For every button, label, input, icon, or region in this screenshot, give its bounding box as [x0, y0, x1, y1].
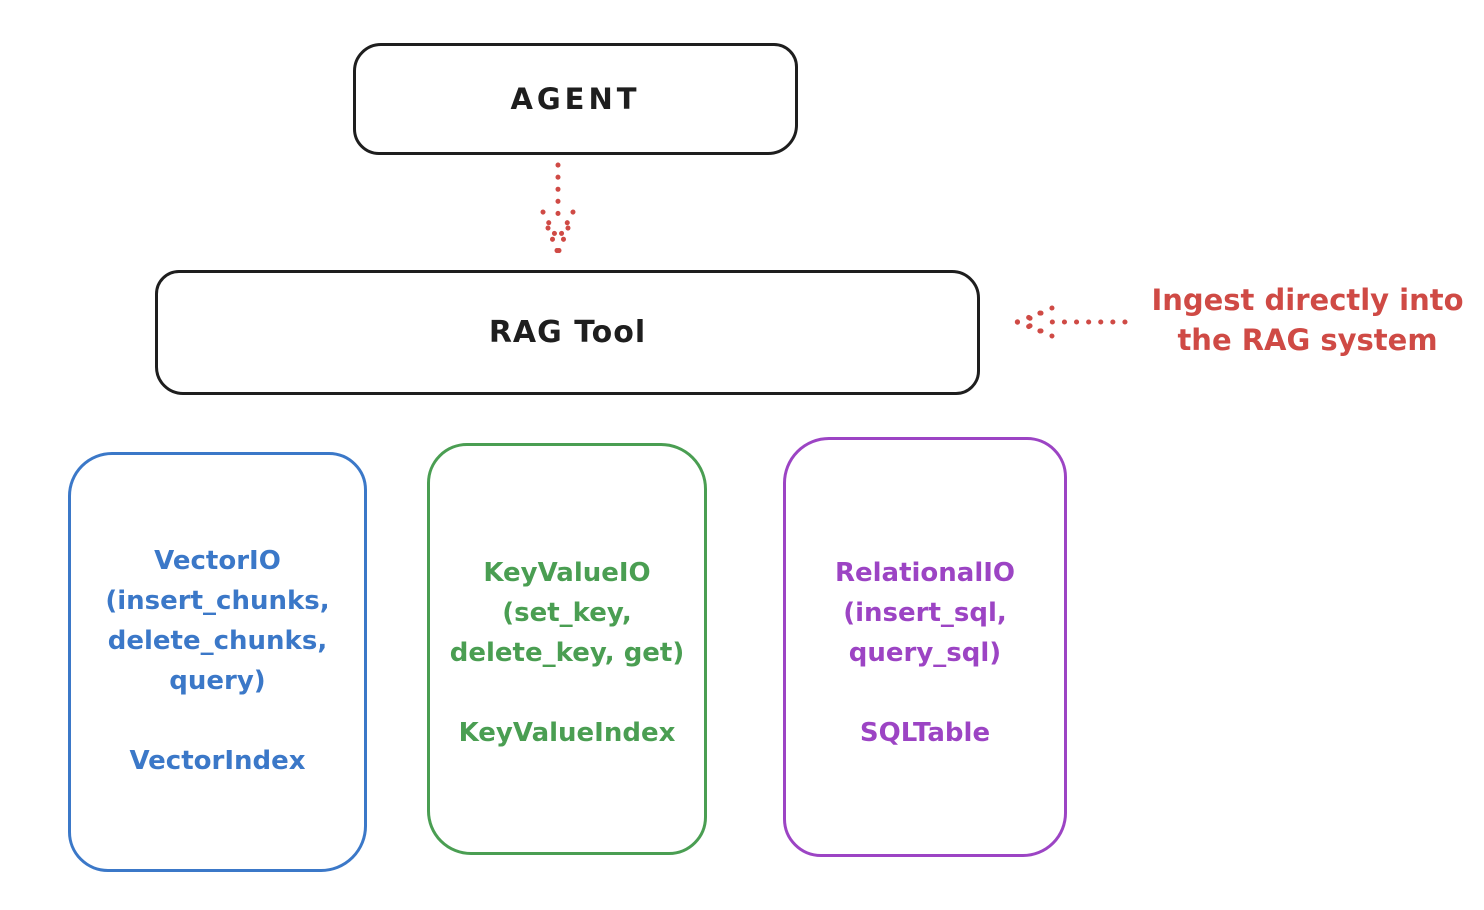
down-arrow-icon — [540, 162, 576, 256]
rag-tool-box: RAG Tool — [155, 270, 980, 395]
left-arrow-icon — [1014, 305, 1128, 339]
vector-io-box: VectorIO (insert_chunks, delete_chunks, … — [68, 452, 367, 872]
sql-table-label: SQLTable — [859, 718, 991, 748]
relational-io-methods-line2: query_sql) — [848, 638, 1002, 668]
key-value-io-box: KeyValueIO (set_key, delete_key, get) Ke… — [427, 443, 707, 855]
agent-box-label: AGENT — [510, 82, 641, 116]
vector-index-label: VectorIndex — [129, 746, 306, 776]
key-value-io-title: KeyValueIO — [483, 558, 651, 588]
key-value-index-label: KeyValueIndex — [458, 718, 676, 748]
key-value-io-methods-line1: (set_key, — [502, 598, 632, 628]
relational-io-box: RelationalIO (insert_sql, query_sql) SQL… — [783, 437, 1067, 857]
relational-io-methods-line1: (insert_sql, — [843, 598, 1007, 628]
vector-io-methods-line1: (insert_chunks, — [105, 586, 330, 616]
vector-io-title: VectorIO — [154, 546, 281, 576]
ingest-annotation-line2: the RAG system — [1177, 323, 1438, 357]
key-value-io-methods-line2: delete_key, get) — [449, 638, 685, 668]
relational-io-title: RelationalIO — [834, 558, 1016, 588]
ingest-annotation-line1: Ingest directly into — [1151, 283, 1464, 317]
vector-io-methods-line3: query) — [169, 666, 266, 696]
ingest-annotation: Ingest directly into the RAG system — [1135, 280, 1480, 360]
agent-box: AGENT — [353, 43, 798, 155]
rag-tool-box-label: RAG Tool — [488, 315, 647, 350]
vector-io-methods-line2: delete_chunks, — [107, 626, 328, 656]
